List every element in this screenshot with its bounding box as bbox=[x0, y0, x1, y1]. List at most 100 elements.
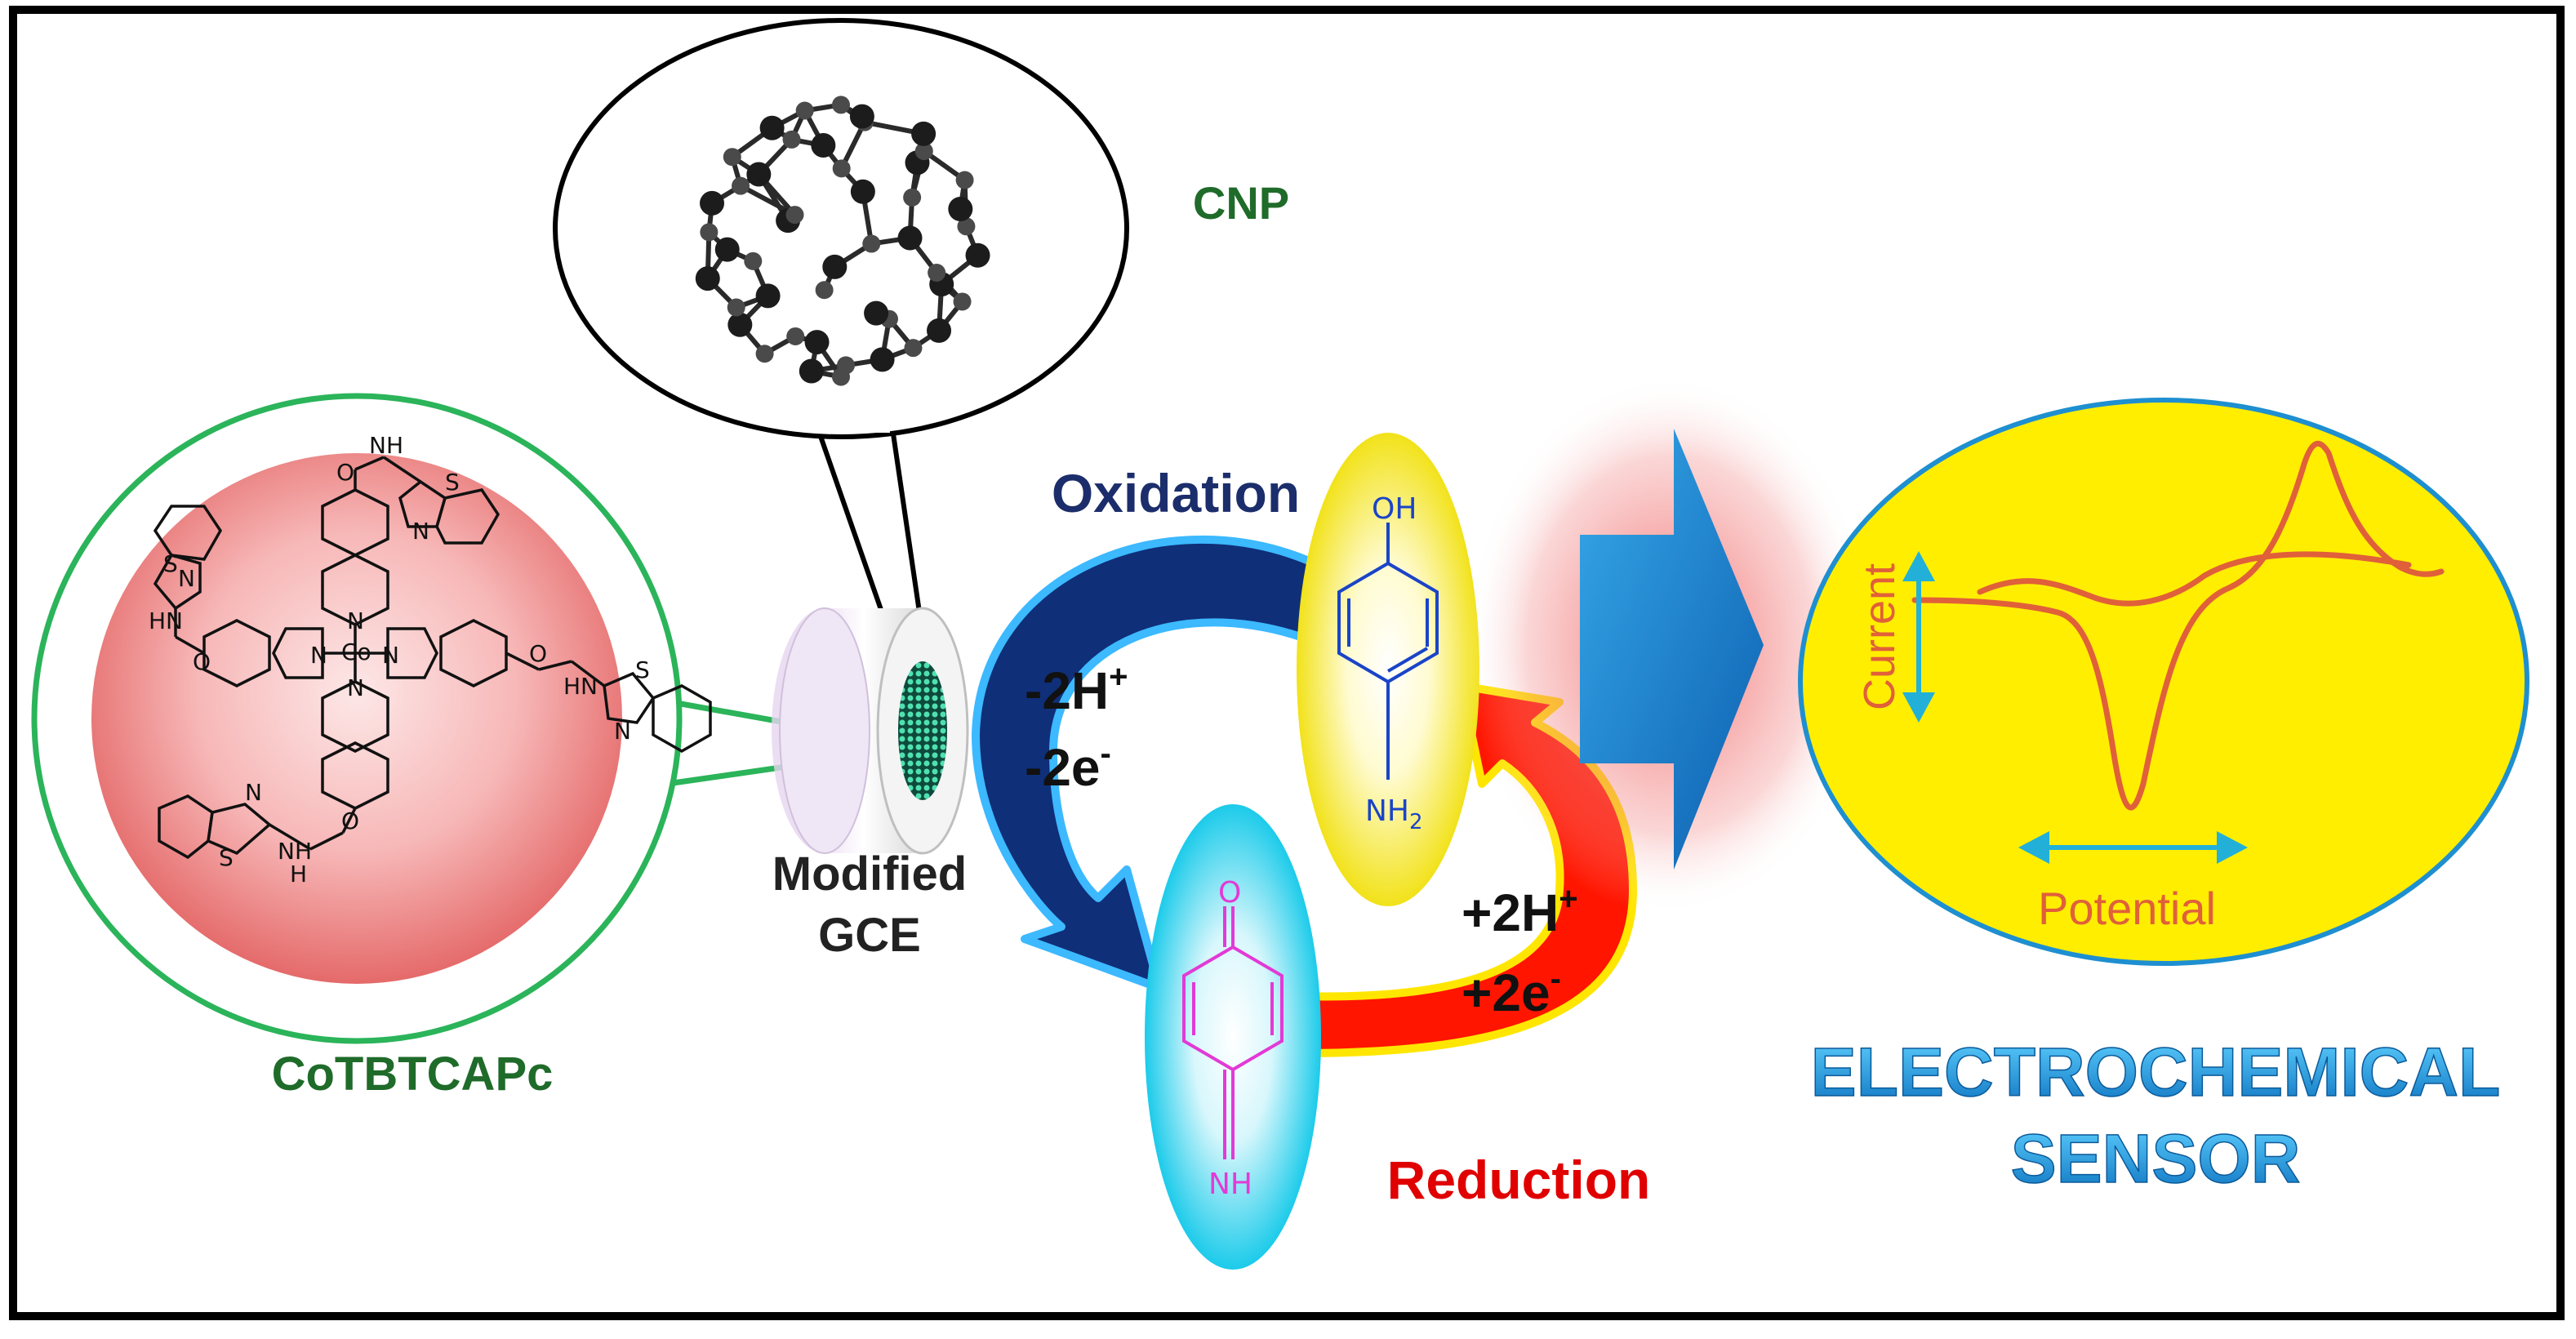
ox-protons: -2H bbox=[1025, 661, 1109, 720]
atom-o-top: O bbox=[336, 459, 354, 486]
fullerene-atom bbox=[849, 104, 874, 129]
oxidation-label: Oxidation bbox=[1052, 463, 1300, 523]
red-protons-charge: + bbox=[1559, 881, 1577, 917]
sensor-arrow-body bbox=[1580, 429, 1764, 870]
fullerene-atom bbox=[714, 237, 740, 262]
atom-n-left-btz: N bbox=[178, 565, 195, 592]
fullerene-atom bbox=[746, 162, 772, 187]
cv-circle bbox=[1798, 398, 2529, 966]
aminophenol-subscript: 2 bbox=[1409, 810, 1423, 834]
cv-curve bbox=[1911, 441, 2445, 811]
fullerene-atom bbox=[864, 300, 889, 326]
ox-protons-charge: + bbox=[1109, 659, 1128, 695]
fullerene-atom bbox=[928, 263, 946, 282]
quinoneimine-o: O bbox=[1218, 876, 1241, 910]
cnp-label: CNP bbox=[1193, 177, 1289, 229]
fullerene-atom bbox=[911, 121, 937, 146]
fullerene-atom bbox=[782, 130, 801, 149]
fullerene-atom bbox=[862, 234, 881, 253]
modified-gce-electrode bbox=[772, 607, 969, 855]
oxidation-species: -2H+ -2e- bbox=[1025, 659, 1128, 797]
atom-s-left: S bbox=[163, 550, 178, 577]
cnp-bubble bbox=[553, 18, 1129, 439]
atom-o-bottom: O bbox=[341, 807, 359, 834]
fullerene-atom bbox=[811, 133, 836, 158]
quinoneimine-ring bbox=[1182, 906, 1284, 1159]
fullerene-atom bbox=[948, 197, 973, 222]
fullerene-atom bbox=[700, 190, 725, 216]
sensor-title-line2: SENSOR bbox=[2011, 1120, 2301, 1197]
electrode-surface bbox=[898, 661, 947, 800]
ox-electrons-charge: - bbox=[1101, 736, 1111, 772]
atom-hn-left: HN bbox=[149, 607, 183, 634]
red-protons: +2H bbox=[1462, 883, 1559, 942]
fullerene-atom bbox=[897, 225, 923, 251]
sensor-arrow bbox=[1466, 376, 1874, 914]
fullerene-atom bbox=[955, 171, 974, 189]
red-electrons-text: +2e- bbox=[1462, 961, 1561, 1022]
fullerene-atom bbox=[732, 176, 750, 195]
fullerene-atom bbox=[744, 251, 763, 270]
atom-n-right: N bbox=[382, 642, 399, 669]
fullerene-atom bbox=[755, 283, 781, 309]
fullerene-atom bbox=[804, 330, 830, 355]
oxidation-arrow bbox=[972, 536, 1327, 992]
fullerene-atom bbox=[870, 347, 895, 372]
quinoneimine-ellipse bbox=[1145, 804, 1321, 1270]
red-electrons-charge: - bbox=[1550, 961, 1561, 997]
fullerene-atom bbox=[953, 292, 972, 311]
atom-hn-right: HN bbox=[563, 673, 598, 700]
atom-co: Co bbox=[341, 638, 371, 665]
ox-electrons: -2e bbox=[1025, 738, 1101, 797]
fullerene-atom bbox=[832, 96, 850, 114]
aminophenol-oh: OH bbox=[1372, 492, 1417, 526]
fullerene-atom bbox=[723, 148, 741, 167]
fullerene-atom bbox=[914, 142, 933, 161]
fullerene-atom bbox=[727, 312, 753, 337]
atom-s-bottom: S bbox=[219, 844, 234, 871]
molecule-circle bbox=[91, 453, 622, 984]
fullerene-atom bbox=[727, 298, 745, 317]
fullerene-atom bbox=[836, 356, 855, 375]
atom-n-right-btz: N bbox=[614, 718, 631, 745]
fullerene-atom bbox=[904, 339, 923, 358]
potential-axis-arrow bbox=[2018, 831, 2248, 864]
fullerene-atom bbox=[759, 115, 785, 140]
fullerene-atom bbox=[799, 358, 824, 384]
quinoneimine-nh: NH bbox=[1208, 1168, 1252, 1201]
ox-protons-text: -2H+ bbox=[1025, 659, 1128, 720]
fullerene-atom bbox=[927, 318, 952, 343]
aminophenol-molecule: OH NH2 bbox=[1297, 433, 1479, 906]
fullerene-atom bbox=[832, 159, 851, 178]
fullerene-atom bbox=[695, 266, 720, 291]
potential-label: Potential bbox=[2038, 883, 2216, 934]
fullerene-atom bbox=[850, 179, 875, 204]
modified-gce-label-line1: Modified bbox=[772, 847, 967, 901]
atom-nh-bottom: NH bbox=[278, 838, 312, 865]
cotbtcapc-structure bbox=[153, 456, 712, 860]
red-protons-text: +2H+ bbox=[1462, 881, 1578, 942]
aminophenol-ring bbox=[1337, 523, 1439, 780]
atom-o-left: O bbox=[193, 648, 211, 675]
current-label: Current bbox=[1855, 563, 1904, 710]
fullerene-atom bbox=[965, 242, 990, 268]
fullerene-atom bbox=[903, 188, 922, 207]
atom-n-left: N bbox=[310, 642, 327, 669]
aminophenol-nh: NH bbox=[1365, 794, 1409, 828]
atom-s-top: S bbox=[445, 469, 460, 496]
reduction-species: +2H+ +2e- bbox=[1462, 881, 1578, 1022]
cotbtcapc-atom-labels: Co N N N N NH O S N O HN S N HN N S O NH… bbox=[149, 432, 650, 887]
cotbtcapc-label: CoTBTCAPc bbox=[272, 1048, 554, 1101]
aminophenol-nh2: NH2 bbox=[1365, 794, 1423, 834]
atom-n-bottom-btz: N bbox=[245, 779, 262, 806]
sensor-title-line1: ELECTROCHEMICAL bbox=[1811, 1034, 2501, 1110]
fullerene-atom bbox=[815, 281, 834, 300]
fullerene-atom bbox=[700, 223, 719, 242]
oxidation-arrow-body bbox=[972, 536, 1327, 992]
fullerene-atom bbox=[786, 327, 805, 345]
fullerene-atom bbox=[795, 101, 814, 120]
reduction-label: Reduction bbox=[1387, 1150, 1651, 1210]
atom-o-right: O bbox=[529, 640, 547, 667]
atom-nh-top: NH bbox=[369, 432, 403, 459]
